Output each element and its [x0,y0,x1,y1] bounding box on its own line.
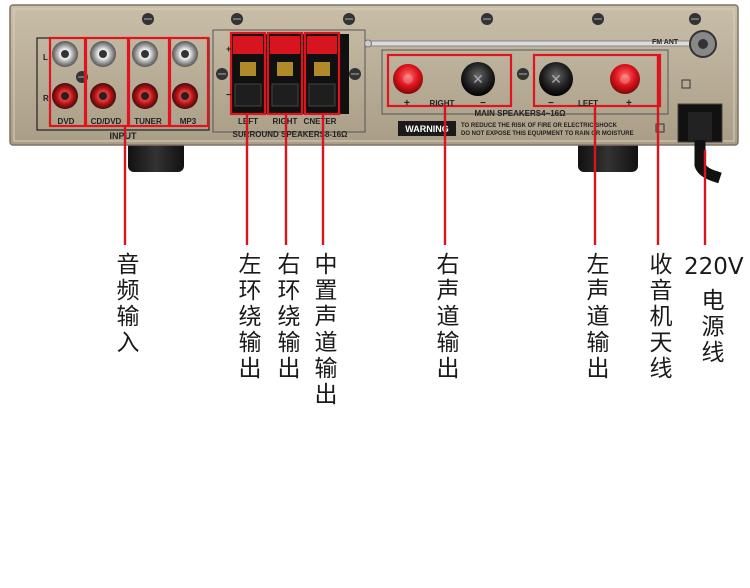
spring-terminal-icons [233,36,337,107]
callout-center: 中置声道输出 [310,252,336,408]
svg-text:+: + [626,98,632,109]
callout-lines [123,56,707,245]
svg-text:+: + [404,98,410,109]
callout-left-surround: 左环绕输出 [234,252,260,382]
callout-power-voltage: 220V [684,254,744,280]
svg-text:R: R [43,94,49,103]
amplifier-rear-panel: INPUT L R DVD CD/DVD TUNER MP3 + − LEFT [0,0,750,250]
callout-right-main: 右声道输出 [432,252,458,382]
svg-text:−: − [480,98,486,109]
callout-power-cord: 电源线 [697,288,723,366]
right-foot [578,140,638,172]
svg-text:DO NOT EXPOSE THIS EQUIPMENT T: DO NOT EXPOSE THIS EQUIPMENT TO RAIN OR … [461,131,634,137]
input-red-boxes [48,36,210,128]
svg-text:TUNER: TUNER [134,117,162,126]
binding-post-icons: ✕ ✕ [393,62,640,96]
svg-text:L: L [43,53,48,62]
rca-jack-icons [52,41,198,109]
svg-text:INPUT: INPUT [110,131,138,141]
svg-text:✕: ✕ [472,71,484,87]
callout-left-main: 左声道输出 [582,252,608,382]
svg-text:CD/DVD: CD/DVD [91,117,122,126]
surround-section [212,29,366,133]
callout-radio-antenna: 收音机天线 [645,252,671,382]
svg-text:SURROUND SPEAKERS8-16Ω: SURROUND SPEAKERS8-16Ω [233,130,348,139]
main-speaker-section [381,49,669,115]
chassis [9,4,739,146]
callout-audio-input: 音频输入 [112,252,138,356]
svg-text:RIGHT: RIGHT [430,99,455,108]
warning-badge [398,121,456,136]
svg-text:WARNING: WARNING [405,124,449,134]
svg-text:CNETER: CNETER [304,117,337,126]
callout-right-surround: 右环绕输出 [273,252,299,382]
svg-text:✕: ✕ [550,71,562,87]
main-red-boxes [386,53,662,108]
svg-text:+: + [226,44,231,54]
svg-text:MP3: MP3 [180,117,197,126]
left-foot [128,140,184,172]
svg-text:−: − [226,90,232,101]
svg-text:−: − [548,98,554,109]
svg-text:FM ANT: FM ANT [652,39,679,46]
svg-text:TO REDUCE THE RISK OF FIRE OR: TO REDUCE THE RISK OF FIRE OR ELECTRIC S… [461,123,618,129]
svg-text:MAIN SPEAKERS4~16Ω: MAIN SPEAKERS4~16Ω [474,109,566,118]
svg-text:DVD: DVD [58,117,75,126]
svg-text:LEFT: LEFT [578,99,598,108]
